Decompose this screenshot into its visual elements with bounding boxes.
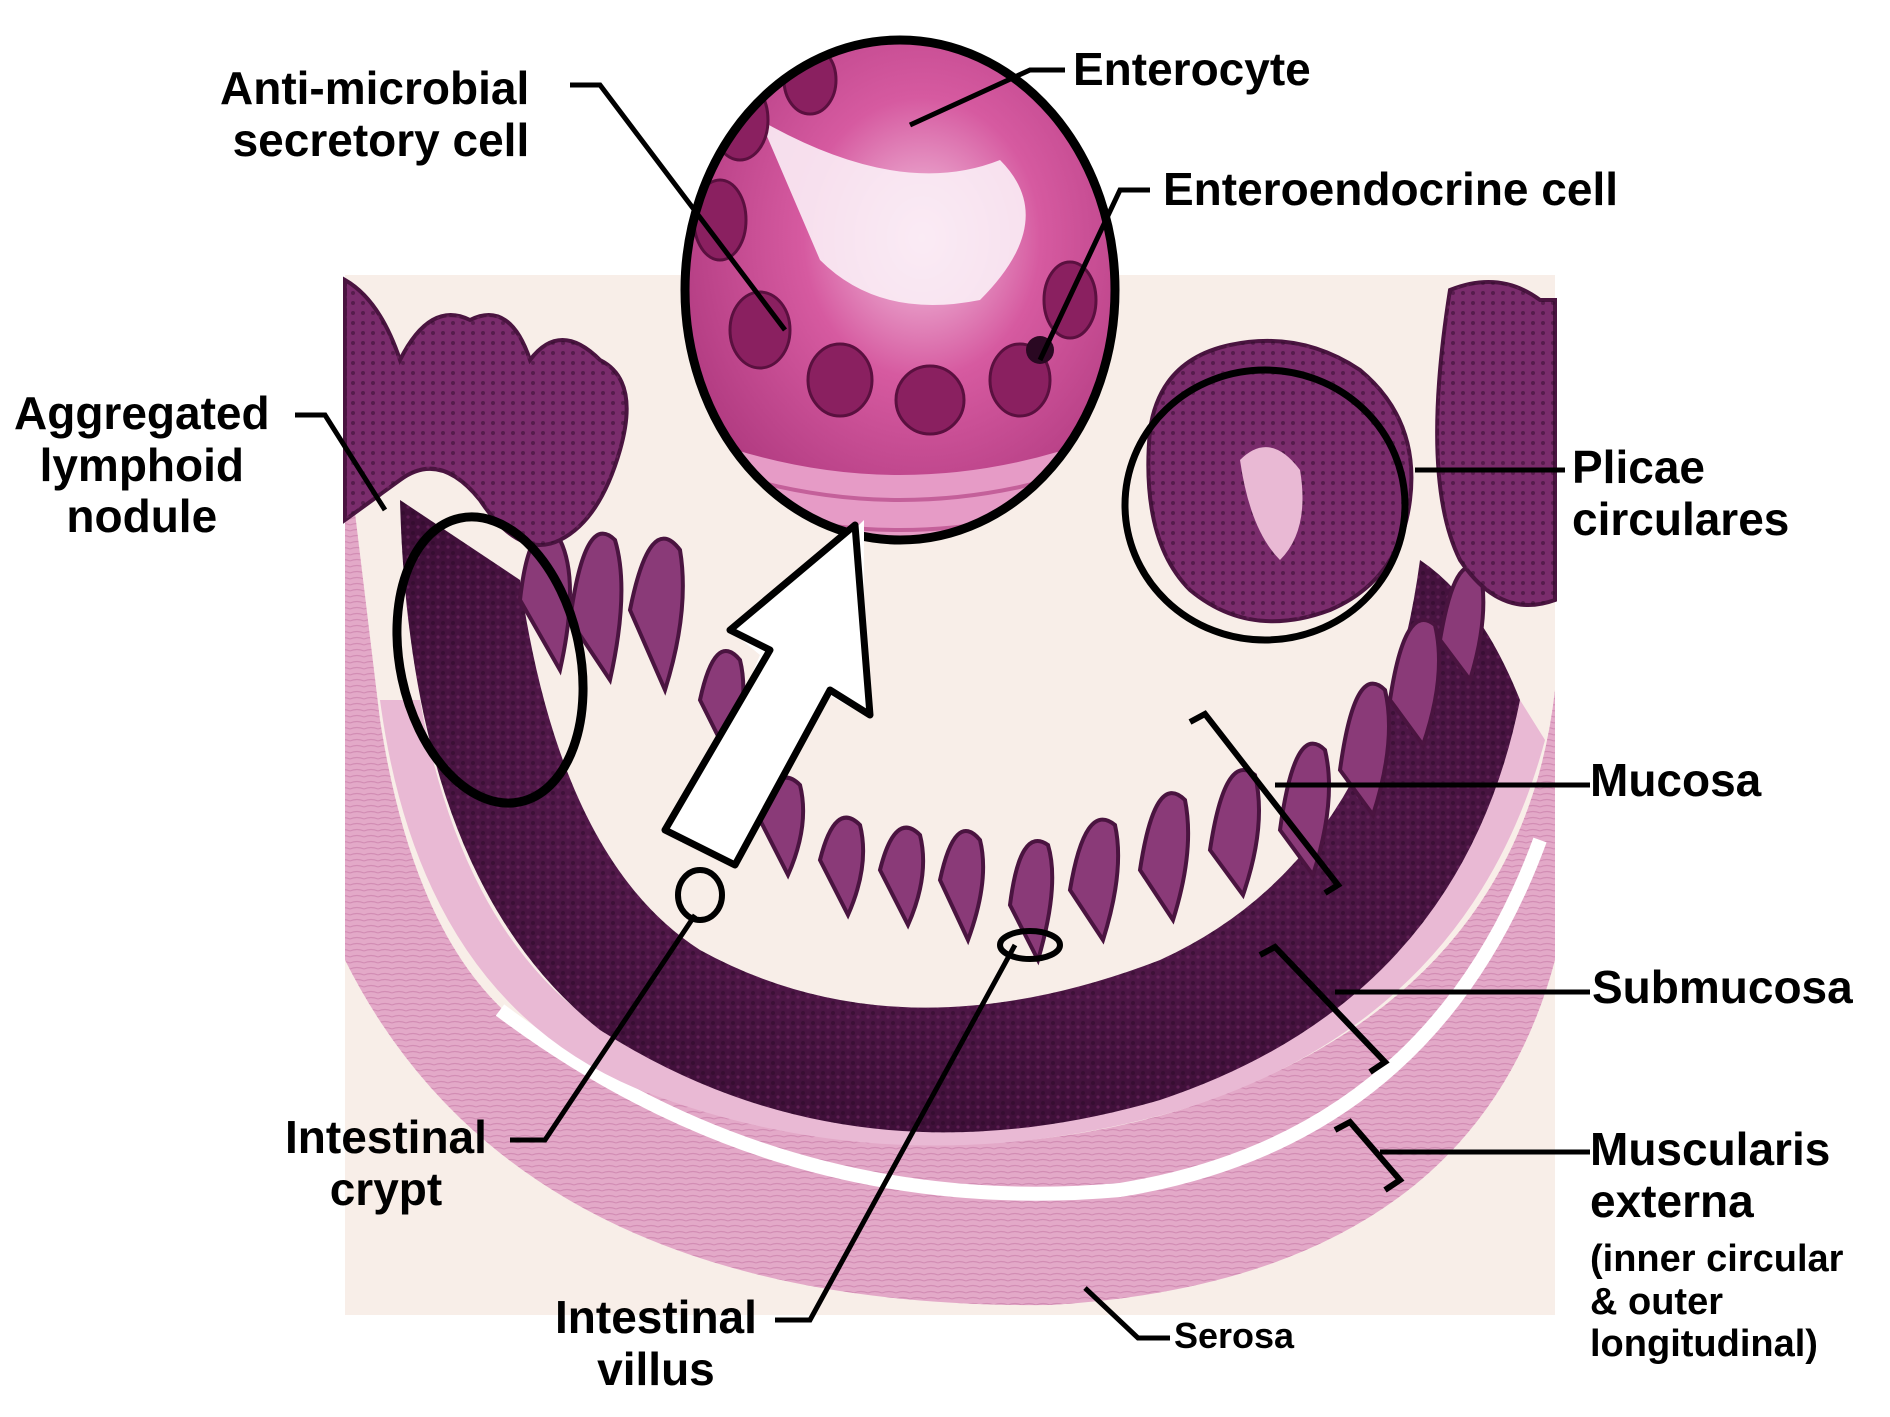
label-serosa: Serosa xyxy=(1174,1315,1295,1356)
nodule-callout xyxy=(392,512,588,808)
plica-tissue xyxy=(1146,280,1557,624)
label-antimicrobial-cell: Anti-microbial secretory cell xyxy=(220,62,530,166)
label-enterocyte: Enterocyte xyxy=(1073,43,1311,95)
label-muscularis-note: (inner circular & outer longitudinal) xyxy=(1590,1238,1844,1366)
villus-callout xyxy=(997,928,1063,962)
label-plicae-circulares: Plicae circulares xyxy=(1572,441,1790,545)
crypt-callout xyxy=(675,867,725,923)
label-intestinal-villus: Intestinal villus xyxy=(555,1291,757,1395)
label-submucosa: Submucosa xyxy=(1592,961,1853,1013)
plicae-callout xyxy=(1121,366,1409,644)
layer-brackets xyxy=(1188,710,1405,1193)
label-enteroendocrine-cell: Enteroendocrine cell xyxy=(1163,163,1619,215)
leader-lines xyxy=(295,67,1590,1341)
label-muscularis-externa: Muscularis externa xyxy=(1590,1123,1831,1227)
label-aggregated-lymphoid-nodule: Aggregated lymphoid nodule xyxy=(14,387,270,543)
villi xyxy=(517,530,1486,966)
label-mucosa: Mucosa xyxy=(1590,754,1762,806)
inset-outline xyxy=(680,35,1120,545)
tissue-gap xyxy=(495,837,1547,1201)
label-intestinal-crypt: Intestinal crypt xyxy=(285,1111,487,1215)
